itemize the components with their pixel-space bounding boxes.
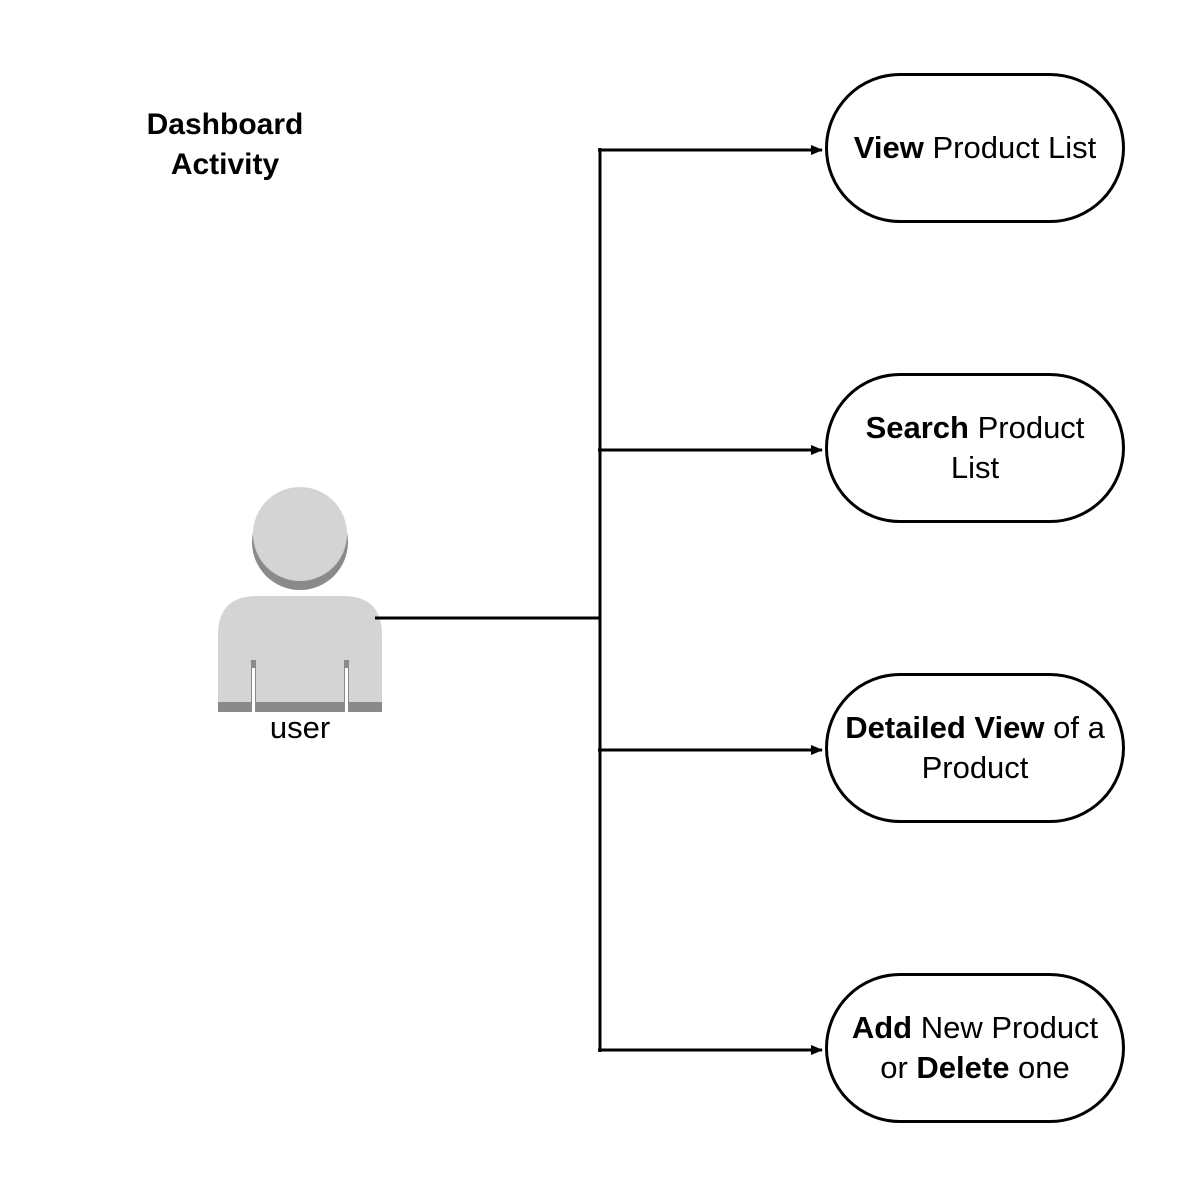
- user-icon: [218, 487, 382, 712]
- node-label: Add New Product or Delete one: [840, 1008, 1110, 1088]
- node-label-text: of a Product: [921, 710, 1105, 785]
- node-label-bold: View: [853, 130, 924, 165]
- node-label: Detailed View of a Product: [840, 708, 1110, 788]
- title-line-2: Activity: [170, 148, 280, 181]
- node-label-bold: Search: [865, 410, 969, 445]
- node-label-text: one: [1009, 1050, 1070, 1085]
- node-label-text: Product List: [950, 410, 1085, 485]
- node-view-product-list[interactable]: View Product List: [825, 73, 1125, 223]
- node-label-text: New Product or: [880, 1010, 1099, 1085]
- user-icon-head: [253, 487, 347, 581]
- title-line-1: Dashboard: [146, 108, 304, 141]
- user-icon-body: [218, 596, 382, 712]
- node-detailed-view-product[interactable]: Detailed View of a Product: [825, 673, 1125, 823]
- user-icon-base: [218, 702, 382, 712]
- node-label-bold: Delete: [916, 1050, 1010, 1085]
- node-add-delete-product[interactable]: Add New Product or Delete one: [825, 973, 1125, 1123]
- actor-label: user: [269, 710, 331, 745]
- node-label-bold: Detailed View: [845, 710, 1045, 745]
- node-search-product-list[interactable]: Search Product List: [825, 373, 1125, 523]
- node-label: Search Product List: [840, 408, 1110, 488]
- node-label-text: Product List: [923, 130, 1097, 165]
- node-label: View Product List: [854, 128, 1096, 168]
- node-label-bold: Add: [851, 1010, 913, 1045]
- user-icon-arm-left-gap: [252, 668, 255, 712]
- diagram-title: Dashboard Activity: [100, 105, 350, 185]
- user-icon-arm-right-gap: [345, 668, 348, 712]
- connectors: [375, 145, 823, 1055]
